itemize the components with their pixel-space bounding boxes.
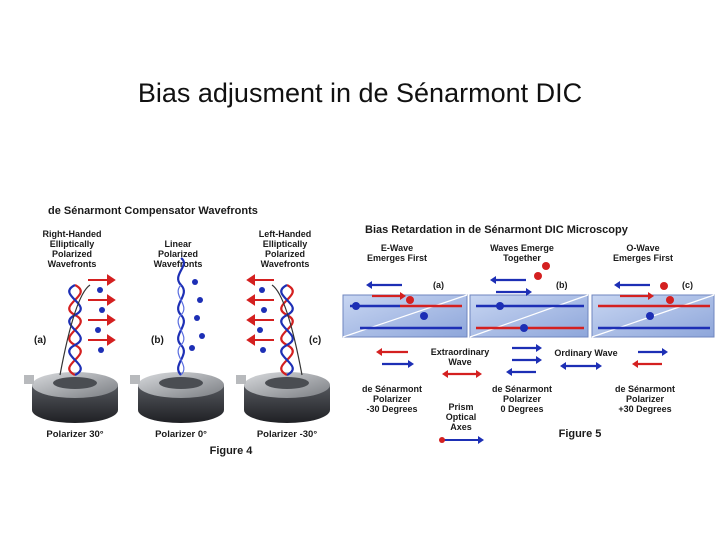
polarizer-base-b <box>130 372 224 423</box>
panel-b-label-line: Wavefronts <box>154 259 203 269</box>
prism-axes-line: Prism <box>448 402 473 412</box>
wavefront-panel-b <box>177 257 185 376</box>
polarizer-c-label: Polarizer -30° <box>257 429 317 440</box>
red-arrows-c <box>246 274 274 346</box>
panel-b-label-line: Polarized <box>158 249 198 259</box>
emerging-arrows-top <box>366 276 654 300</box>
panel-b-label-line: Linear <box>164 239 192 249</box>
panel-a-label-line: Wavefronts <box>48 259 97 269</box>
polarizer-base-a <box>24 372 118 423</box>
red-arrows-a <box>88 274 116 346</box>
f5-polarizer-a-line: de Sénarmont <box>362 384 422 394</box>
panel-b-tag: (b) <box>151 335 164 346</box>
panel-a-tag: (a) <box>34 335 46 346</box>
f5-polarizer-b-line: de Sénarmont <box>492 384 552 394</box>
top-label-b-line: Together <box>503 253 541 263</box>
top-label-a-line: Emerges First <box>367 253 427 263</box>
panel-c-tag: (c) <box>309 335 321 346</box>
prism-beads <box>352 262 674 332</box>
legend-arrows <box>442 362 602 378</box>
extraordinary-wave-line: Extraordinary <box>431 347 490 357</box>
f5-polarizer-c-line: +30 Degrees <box>618 404 671 414</box>
prism-axes-arrows <box>439 436 484 444</box>
prism-a-tag: (a) <box>433 280 444 290</box>
polarizer-base-c <box>236 372 330 423</box>
wavefront-panel-c <box>271 284 303 376</box>
figure4-panel-b-label: Linear Polarized Wavefronts <box>154 239 203 269</box>
blue-dots-a <box>95 287 105 353</box>
figure4: de Sénarmont Compensator Wavefronts Righ… <box>24 205 330 457</box>
panel-a-label-line: Elliptically <box>50 239 95 249</box>
prism-b-tag: (b) <box>556 280 568 290</box>
f5-polarizer-a-line: Polarizer <box>373 394 412 404</box>
f5-polarizer-a-line: -30 Degrees <box>366 404 417 414</box>
blue-dots-b <box>189 279 205 351</box>
figure5-caption: Figure 5 <box>559 428 602 440</box>
slide-title: Bias adjusment in de Sénarmont DIC <box>137 78 583 108</box>
figure5: Bias Retardation in de Sénarmont DIC Mic… <box>342 224 715 444</box>
figure4-heading: de Sénarmont Compensator Wavefronts <box>48 205 258 217</box>
panel-c-label-line: Polarized <box>265 249 305 259</box>
emerging-arrows-bottom <box>376 344 668 376</box>
panel-c-label-line: Elliptically <box>263 239 308 249</box>
prism-beams <box>350 304 710 330</box>
prism-axes-line: Axes <box>450 422 472 432</box>
f5-polarizer-b-line: Polarizer <box>503 394 542 404</box>
panel-a-label-line: Right-Handed <box>43 229 102 239</box>
wavefront-panel-a <box>59 284 91 376</box>
f5-polarizer-c-line: de Sénarmont <box>615 384 675 394</box>
f5-polarizer-c-line: Polarizer <box>626 394 665 404</box>
polarizer-a-label: Polarizer 30° <box>46 429 103 440</box>
extraordinary-wave-line: Wave <box>448 357 471 367</box>
top-label-a-line: E-Wave <box>381 243 413 253</box>
blue-dots-c <box>257 287 267 353</box>
panel-a-label-line: Polarized <box>52 249 92 259</box>
polarizer-b-label: Polarizer 0° <box>155 429 207 440</box>
figure4-panel-c-label: Left-Handed Elliptically Polarized Wavef… <box>259 229 312 269</box>
top-label-c-line: O-Wave <box>626 243 659 253</box>
figure4-panel-a-label: Right-Handed Elliptically Polarized Wave… <box>43 229 102 269</box>
prism-a <box>342 294 468 338</box>
prism-axes-line: Optical <box>446 412 477 422</box>
prism-c-tag: (c) <box>682 280 693 290</box>
panel-c-label-line: Left-Handed <box>259 229 312 239</box>
figure5-heading: Bias Retardation in de Sénarmont DIC Mic… <box>365 224 629 236</box>
ordinary-wave-label: Ordinary Wave <box>554 348 617 358</box>
f5-polarizer-b-line: 0 Degrees <box>500 404 543 414</box>
figure4-caption: Figure 4 <box>210 445 254 457</box>
panel-c-label-line: Wavefronts <box>261 259 310 269</box>
prism-b <box>469 294 589 338</box>
top-label-b-line: Waves Emerge <box>490 243 554 253</box>
top-label-c-line: Emerges First <box>613 253 673 263</box>
